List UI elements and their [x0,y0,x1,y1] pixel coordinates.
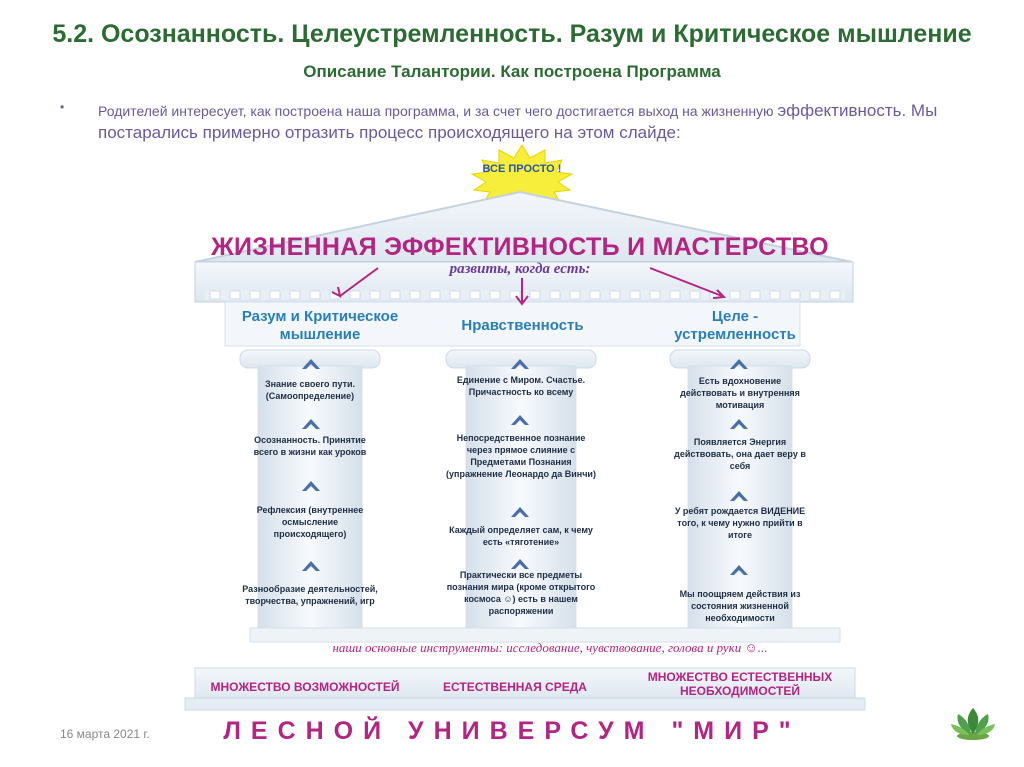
forest-universe-name: ЛЕСНОЙ УНИВЕРСУМ "МИР" [0,717,1024,746]
step-left-3: Рефлексия (внутреннее осмысление происхо… [248,504,372,540]
slide-date: 16 марта 2021 г. [60,727,150,741]
step-right-2: Появляется Энергия действовать, она дает… [672,436,808,472]
pillar-title-purpose: Целе - устремленность [655,308,815,344]
pillar-title-morality: Нравственность [445,317,600,335]
temple-subheading: развиты, когда есть: [320,261,720,278]
pillar-title-reason: Разум и Критическое мышление [225,308,415,344]
sun-label: ВСЕ ПРОСТО ! [470,163,574,175]
step-left-4: Разнообразие деятельностей, творчества, … [240,583,380,607]
step-left-1: Знание своего пути. (Самоопределение) [248,378,372,402]
step-right-4: Мы поощряем действия из состояния жизнен… [664,588,816,624]
temple-heading: ЖИЗНЕННАЯ ЭФФЕКТИВНОСТЬ И МАСТЕРСТВО [180,233,860,262]
base-label-necessities: МНОЖЕСТВО ЕСТЕСТВЕННЫХ НЕОБХОДИМОСТЕЙ [640,670,840,698]
step-center-1: Единение с Миром. Счастье. Причастность … [455,374,587,398]
base-label-opportunities: МНОЖЕСТВО ВОЗМОЖНОСТЕЙ [195,680,415,694]
step-center-3: Каждый определяет сам, к чему есть «тяго… [446,524,596,548]
tools-line: наши основные инструменты: исследование,… [240,640,860,656]
step-center-2: Непосредственное познание через прямое с… [446,432,596,480]
step-left-2: Осознанность. Принятие всего в жизни как… [248,434,372,458]
base-step-3 [185,698,865,710]
base-label-environment: ЕСТЕСТВЕННАЯ СРЕДА [420,680,610,694]
step-right-1: Есть вдохновение действовать и внутрення… [672,375,808,411]
step-right-3: У ребят рождается ВИДЕНИЕ того, к чему н… [672,505,808,541]
step-center-4: Практически все предметы познания мира (… [440,569,602,617]
